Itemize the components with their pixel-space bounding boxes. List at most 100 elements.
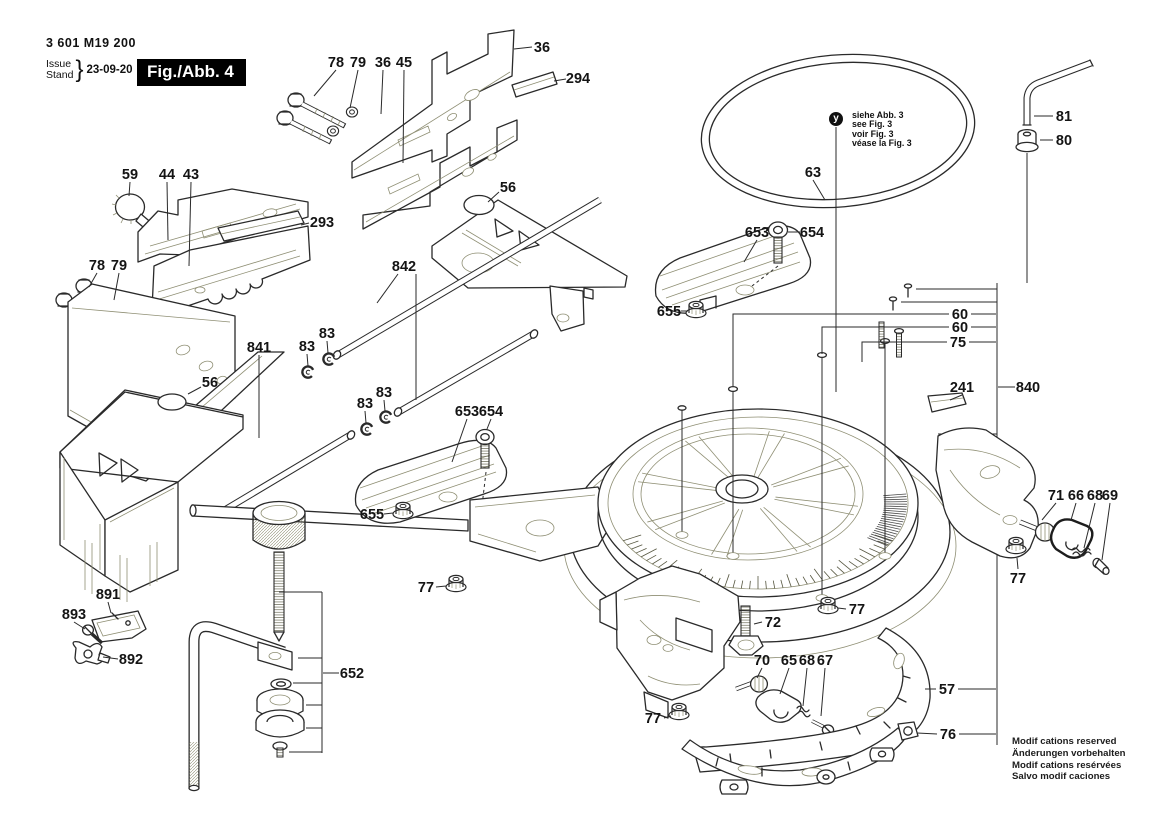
issue-labels: Issue Stand [46, 58, 74, 81]
spring-68-bottom [796, 705, 811, 718]
part-callout-655: 655 [657, 304, 681, 320]
part-callout-83: 83 [376, 385, 392, 401]
part-callout-77: 77 [1010, 571, 1026, 587]
part-callout-83: 83 [319, 326, 335, 342]
part-callout-77: 77 [418, 580, 434, 596]
square-nut-76 [897, 721, 919, 741]
leader-line-891 [107, 601, 112, 614]
small-screws-60-75 [878, 283, 913, 358]
leader-line-83 [326, 340, 329, 354]
base-plate-arcs [469, 421, 957, 659]
leader-line-77 [837, 607, 847, 610]
strip-294 [511, 71, 558, 98]
leader-line-43 [188, 181, 192, 267]
part-callout-63: 63 [805, 165, 821, 181]
screw-893 [81, 624, 104, 645]
leader-line-65 [779, 667, 790, 695]
table-screws-60-75 [675, 337, 892, 602]
right-support-bracket [935, 427, 1039, 559]
leader-line-56 [487, 191, 500, 203]
clamp-65 [755, 689, 802, 723]
leader-line-79 [113, 272, 120, 301]
bolt-79-top [276, 110, 333, 145]
part-callout-77: 77 [849, 602, 865, 618]
loose-clips-bottom [719, 747, 895, 795]
part-callout-43: 43 [183, 167, 199, 183]
leader-line-63 [812, 179, 826, 201]
leader-line-293 [300, 222, 310, 226]
part-callout-841: 841 [247, 340, 271, 356]
reference-note: y siehe Abb. 3 see Fig. 3 voir Fig. 3 vé… [829, 110, 912, 149]
leader-line-56 [187, 386, 202, 395]
part-callout-36: 36 [375, 55, 391, 71]
part-callout-78: 78 [328, 55, 344, 71]
leader-line-77 [663, 715, 672, 719]
leader-line-71 [1041, 502, 1057, 521]
figure-label-box: Fig./Abb. 4 [137, 59, 246, 86]
spring-68-right [1071, 547, 1092, 557]
part-callout-56: 56 [500, 180, 516, 196]
part-callout-892: 892 [119, 652, 143, 668]
part-callout-83: 83 [299, 339, 315, 355]
part-callout-294: 294 [566, 71, 590, 87]
leader-line-72 [753, 621, 763, 625]
part-callout-59: 59 [122, 167, 138, 183]
part-callout-652: 652 [340, 666, 364, 682]
part-callout-79: 79 [350, 55, 366, 71]
bolt-72 [728, 605, 764, 656]
part-callout-75: 75 [950, 335, 966, 351]
leader-line-655 [383, 512, 394, 515]
leader-line-36 [380, 69, 384, 115]
leader-line-83 [383, 399, 386, 412]
issue-date: 23-09-20 [86, 64, 133, 76]
leader-line-654 [486, 418, 492, 430]
clamp-arm-rod [188, 621, 293, 792]
sliding-fence-box [59, 389, 244, 602]
part-callout-840: 840 [1016, 380, 1040, 396]
strip-293 [217, 210, 305, 242]
hex-key-81 [1022, 59, 1094, 126]
leader-line-79 [349, 69, 359, 109]
reference-marker: y [829, 112, 843, 126]
leader-line-842 [376, 273, 399, 304]
part-callout-81: 81 [1056, 109, 1072, 125]
leader-line-241 [949, 394, 963, 401]
grommet-80 [1015, 128, 1039, 283]
bolt-78-top [287, 92, 347, 129]
turntable [597, 408, 919, 598]
leader-line-653 [743, 239, 758, 263]
part-callout-653: 653 [745, 225, 769, 241]
part-callout-893: 893 [62, 607, 86, 623]
leader-line-893 [73, 621, 86, 630]
part-callout-44: 44 [159, 167, 175, 183]
part-callout-71: 71 [1048, 488, 1064, 504]
leader-line-83 [364, 410, 367, 424]
clamp-pad-653-lower [354, 439, 508, 541]
part-callout-83: 83 [357, 396, 373, 412]
part-callout-69: 69 [1102, 488, 1118, 504]
leader-line-78 [88, 272, 98, 288]
part-callout-57: 57 [939, 682, 955, 698]
part-callout-76: 76 [940, 727, 956, 743]
part-callout-891: 891 [96, 587, 120, 603]
leader-line-77 [1016, 557, 1019, 570]
leader-line-68 [1083, 502, 1096, 549]
part-callout-80: 80 [1056, 133, 1072, 149]
part-callout-60: 60 [952, 307, 968, 323]
leader-line-67 [820, 667, 826, 717]
slide-rod-mid [393, 329, 539, 417]
part-callout-654: 654 [800, 225, 824, 241]
part-callout-60: 60 [952, 320, 968, 336]
leader-line-44 [166, 181, 169, 241]
leader-line-77 [435, 585, 447, 588]
brace-glyph: } [75, 56, 84, 83]
part-callout-293: 293 [310, 215, 334, 231]
leader-line-294 [553, 78, 567, 82]
fence-plate-36-upper [351, 29, 515, 179]
clamp-66 [1049, 518, 1094, 559]
wingknob-892 [72, 640, 111, 665]
part-callout-241: 241 [950, 380, 974, 396]
part-callout-653: 653 [455, 404, 479, 420]
base-front-arc [681, 727, 907, 787]
